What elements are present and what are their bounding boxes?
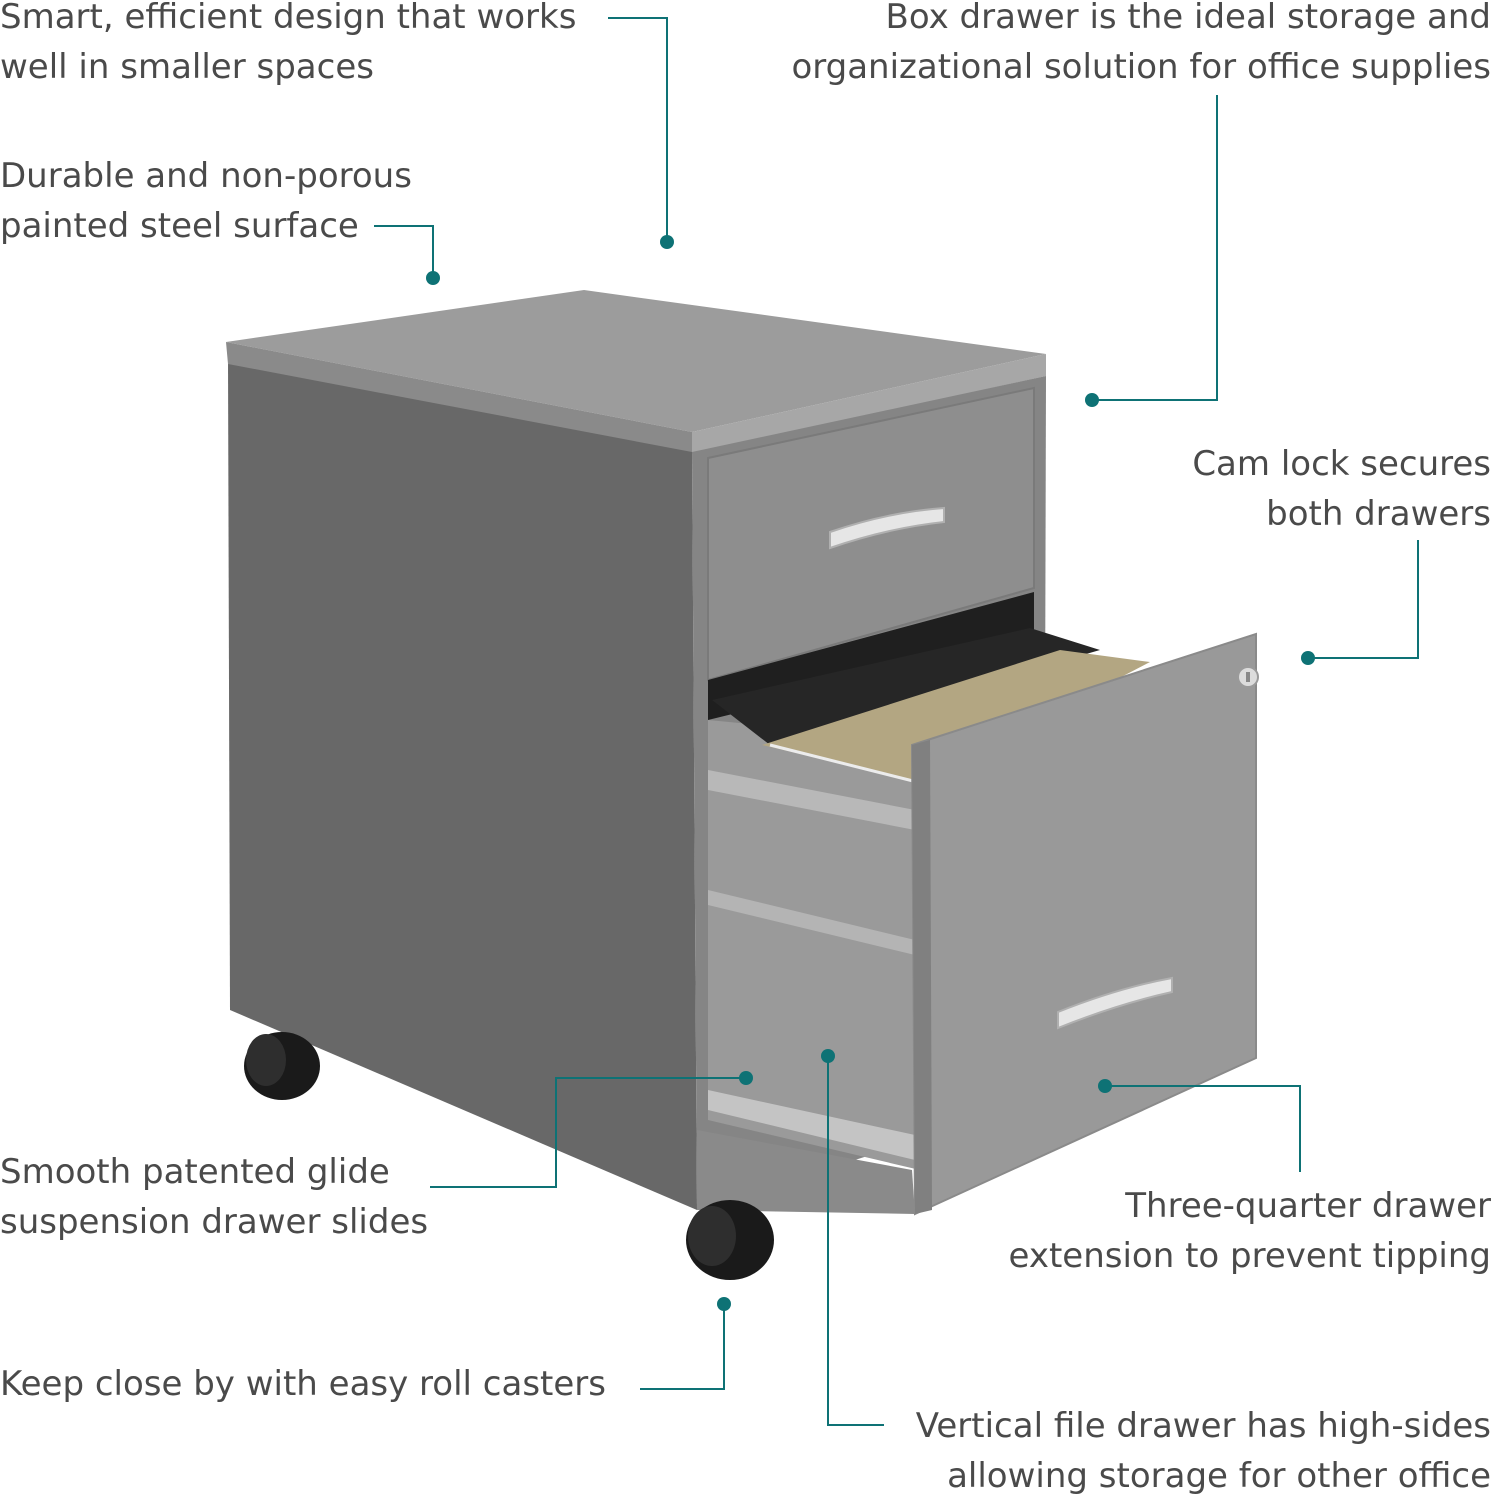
cabinet-top-edge-side xyxy=(226,342,692,452)
callout-vertical-file-line1: Vertical file drawer has high-sides xyxy=(915,1406,1491,1446)
callout-dot-icon xyxy=(660,235,674,249)
cabinet-top-edge-front xyxy=(692,354,1046,454)
filing-cabinet xyxy=(226,290,1259,1280)
cabinet-top xyxy=(226,290,1046,432)
handle-icon xyxy=(829,506,945,550)
callout-cam-lock-line1: Cam lock secures xyxy=(1192,444,1491,484)
caster-icon xyxy=(686,1200,774,1280)
handle-icon xyxy=(1057,976,1173,1030)
leader-casters xyxy=(640,1304,725,1390)
callout-glide-slides-line2: suspension drawer slides xyxy=(0,1202,429,1242)
callout-dot-icon xyxy=(1098,1079,1112,1093)
drawer-rail-2 xyxy=(708,890,915,955)
drawer-rail-1 xyxy=(708,770,915,830)
drawer-interior xyxy=(712,628,1100,745)
cabinet-base xyxy=(697,1130,915,1214)
cabinet-side-panel xyxy=(228,358,697,1210)
open-drawer-side xyxy=(708,720,920,1170)
callout-small-spaces-line1: Smart, efficient design that works xyxy=(0,0,577,37)
callout-small-spaces: Smart, efficient design that works well … xyxy=(0,0,576,92)
callout-casters-line1: Keep close by with easy roll casters xyxy=(0,1364,606,1404)
callout-steel-surface-line1: Durable and non-porous xyxy=(0,156,412,196)
leader-small-spaces xyxy=(608,17,668,242)
callout-dots xyxy=(426,235,1315,1311)
lock-icon xyxy=(1237,666,1259,688)
callout-dot-icon xyxy=(426,271,440,285)
callout-casters: Keep close by with easy roll casters xyxy=(0,1359,606,1409)
callout-dot-icon xyxy=(821,1049,835,1063)
leader-cam-lock xyxy=(1308,540,1419,659)
callout-cam-lock-line2: both drawers xyxy=(1266,494,1491,534)
callout-dot-icon xyxy=(717,1297,731,1311)
callout-three-quarter: Three-quarter drawer extension to preven… xyxy=(1009,1181,1491,1281)
leader-box-drawer xyxy=(1092,95,1218,401)
callout-vertical-file: Vertical file drawer has high-sides allo… xyxy=(916,1401,1491,1501)
callout-three-quarter-line2: extension to prevent tipping xyxy=(1008,1236,1491,1276)
leader-glide-slides xyxy=(430,1077,746,1188)
leader-steel-surface xyxy=(374,225,434,278)
callout-box-drawer-line2: organizational solution for office suppl… xyxy=(791,47,1491,87)
leader-lines xyxy=(374,17,1419,1426)
drawer-rail-3 xyxy=(708,1090,915,1160)
folder-tabs xyxy=(769,743,926,786)
callout-cam-lock: Cam lock secures both drawers xyxy=(1192,439,1491,539)
callout-steel-surface-line2: painted steel surface xyxy=(0,206,359,246)
callout-vertical-file-line2: allowing storage for other office xyxy=(947,1456,1491,1496)
callout-dot-icon xyxy=(739,1071,753,1085)
caster-icon xyxy=(244,1032,320,1100)
callout-box-drawer: Box drawer is the ideal storage and orga… xyxy=(791,0,1491,92)
callout-three-quarter-line1: Three-quarter drawer xyxy=(1125,1186,1491,1226)
callout-glide-slides-line1: Smooth patented glide xyxy=(0,1152,390,1192)
callout-box-drawer-line1: Box drawer is the ideal storage and xyxy=(885,0,1491,37)
leader-vertical-file xyxy=(827,1056,884,1426)
callout-steel-surface: Durable and non-porous painted steel sur… xyxy=(0,151,412,251)
callout-dot-icon xyxy=(1085,393,1099,407)
callout-dot-icon xyxy=(1301,651,1315,665)
hanging-folders xyxy=(762,650,1150,782)
callout-small-spaces-line2: well in smaller spaces xyxy=(0,47,374,87)
file-drawer-front-edge xyxy=(912,740,932,1214)
callout-glide-slides: Smooth patented glide suspension drawer … xyxy=(0,1147,428,1247)
leader-three-quarter xyxy=(1105,1085,1301,1172)
